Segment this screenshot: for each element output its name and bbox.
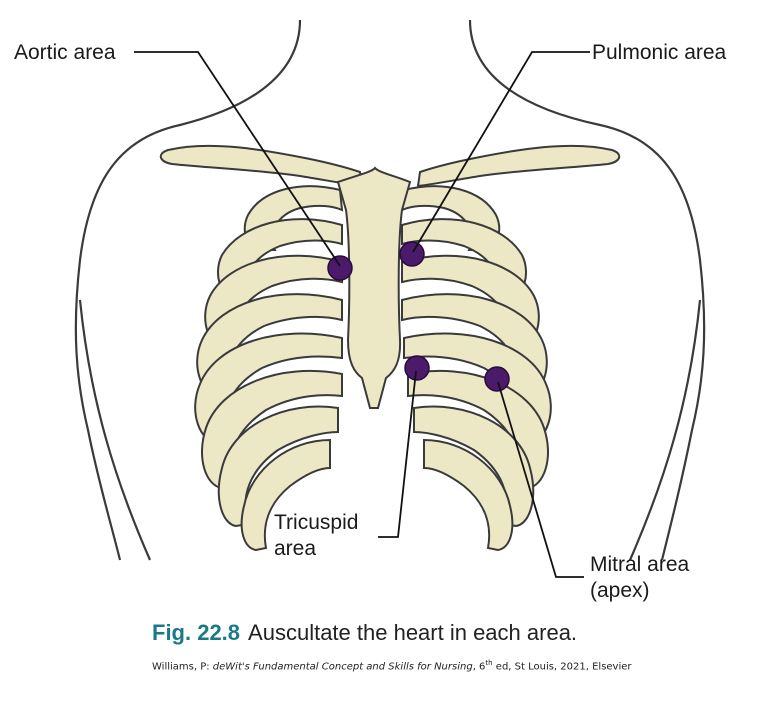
- auscultation-points: [327, 241, 510, 392]
- tricuspid-point: [404, 355, 430, 381]
- credit-edition: , 6: [472, 661, 486, 673]
- tricuspid-label-line1: Tricuspid: [274, 511, 359, 534]
- tricuspid-label-line2: area: [274, 537, 317, 560]
- caption-text: Auscultate the heart in each area.: [248, 620, 578, 645]
- mitral-label-line2: (apex): [590, 579, 650, 602]
- credit-edition-sup: th: [485, 659, 493, 667]
- tricuspid-leader: [378, 370, 417, 538]
- source-credit: Williams, P: deWit's Fundamental Concept…: [152, 656, 712, 674]
- pulmonic-label: Pulmonic area: [592, 41, 727, 64]
- right-ribs: [400, 185, 552, 552]
- credit-author: Williams, P:: [152, 661, 213, 673]
- credit-title: deWit's Fundamental Concept and Skills f…: [212, 661, 473, 673]
- pulmonic-leader: [412, 51, 590, 253]
- sternum: [336, 166, 412, 409]
- torso-outline: [74, 19, 706, 561]
- credit-rest: ed, St Louis, 2021, Elsevier: [492, 661, 632, 673]
- aortic-label: Aortic area: [14, 41, 116, 64]
- left-ribs: [194, 185, 344, 552]
- mitral-point: [484, 366, 510, 392]
- pulmonic-point: [399, 241, 425, 267]
- mitral-leader: [497, 381, 584, 578]
- aortic-point: [327, 255, 353, 281]
- figure-number: Fig. 22.8: [152, 620, 241, 645]
- leader-lines: [134, 51, 590, 578]
- figure-caption: Fig. 22.8 Auscultate the heart in each ar…: [152, 620, 577, 646]
- aortic-leader: [134, 51, 341, 267]
- mitral-label-line1: Mitral area: [590, 553, 690, 576]
